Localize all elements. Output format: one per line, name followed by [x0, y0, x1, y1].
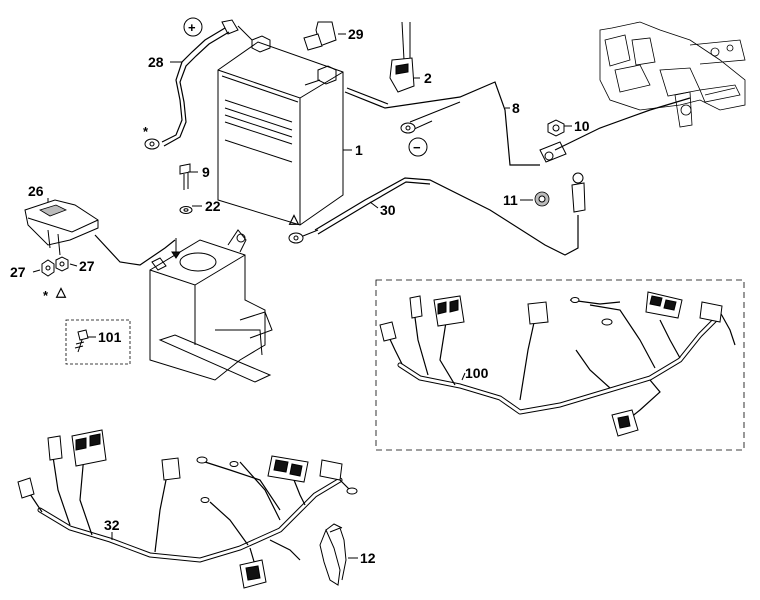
asterisk-mark-top: * [143, 124, 149, 139]
nut-right [55, 256, 69, 272]
ring-terminal-cable-30 [288, 229, 319, 244]
label-part-28: 28 [148, 54, 164, 70]
engine-block [599, 21, 746, 128]
label-part-32: 32 [104, 517, 120, 533]
label-part-9: 9 [202, 164, 210, 180]
starter-relay [24, 199, 176, 266]
install-arrow-head [171, 251, 181, 259]
label-part-30: 30 [380, 202, 396, 218]
label-part-27-left: 27 [10, 264, 26, 280]
label-part-22: 22 [205, 198, 221, 214]
nut-left [41, 259, 55, 277]
battery [217, 35, 344, 226]
battery-tray [149, 229, 273, 383]
screw-box [65, 319, 131, 365]
label-part-100: 100 [465, 365, 489, 381]
label-part-27-right: 27 [79, 258, 95, 274]
positive-symbol: + [183, 17, 203, 37]
harness-box [375, 279, 745, 451]
label-part-12: 12 [360, 550, 376, 566]
ring-terminal-negative [400, 122, 416, 134]
svg-text:−: − [413, 140, 421, 155]
label-part-11: 11 [503, 192, 518, 208]
svg-text:+: + [188, 20, 196, 35]
negative-symbol: − [408, 137, 428, 157]
nut [534, 191, 550, 207]
label-part-29: 29 [348, 26, 364, 42]
battery-strap [389, 21, 415, 93]
bolt [179, 163, 191, 190]
flange-nut [547, 119, 565, 137]
positive-cable-28 [144, 19, 253, 150]
label-part-8: 8 [512, 100, 520, 116]
washer [179, 206, 193, 214]
asterisk-mark-bottom: * [43, 288, 49, 303]
terminal-cap [303, 21, 337, 51]
triangle-mark-mid: △ [288, 211, 300, 226]
label-part-26: 26 [28, 183, 44, 199]
label-part-101: 101 [98, 329, 122, 345]
label-part-2: 2 [424, 70, 432, 86]
triangle-mark-left: △ [55, 284, 67, 299]
wiring-harness-32 [17, 429, 358, 589]
negative-cable-8 [344, 81, 691, 166]
cable-30 [314, 172, 586, 256]
wiring-harness-100 [379, 291, 736, 437]
label-part-10: 10 [574, 118, 590, 134]
leader-lines [32, 33, 572, 559]
cable-tie [319, 523, 347, 586]
label-part-1: 1 [355, 142, 363, 158]
